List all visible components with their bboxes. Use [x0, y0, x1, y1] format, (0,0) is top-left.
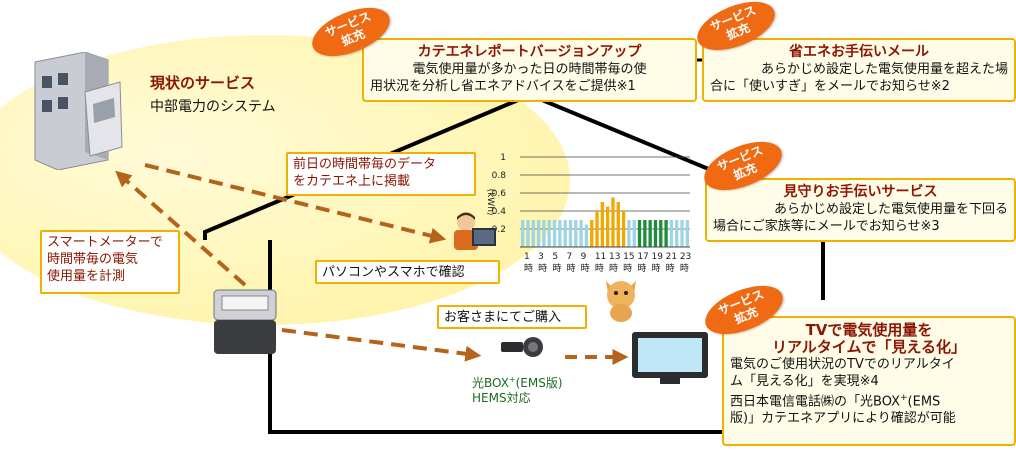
chart-y-label: (kWh): [485, 189, 495, 216]
tv-icon: [632, 332, 708, 384]
chart-bar: [627, 220, 631, 247]
arrow-meter-to-system: [115, 170, 247, 287]
chart-x-tick-unit: 時: [524, 263, 533, 274]
chart-bar: [606, 206, 610, 247]
optical-box-icon: [501, 337, 543, 357]
chart-x-tick: 21: [666, 252, 677, 262]
service-desc-report-1: 電気使用量が多かった日の時間帯毎の使: [412, 62, 647, 77]
chart-bar: [600, 202, 604, 247]
building-icon: [34, 52, 123, 170]
chart-x-tick-unit: 時: [637, 263, 646, 274]
chart-x-tick-unit: 時: [538, 263, 547, 274]
chart-x-tick: 19: [652, 252, 664, 262]
chart-bar: [664, 220, 668, 247]
chart-x-tick-unit: 時: [567, 263, 576, 274]
chart-bar: [653, 220, 658, 247]
chart-bar: [547, 220, 551, 247]
chart-x-tick: 3: [538, 252, 544, 262]
chart-x-tick: 9: [581, 252, 587, 262]
chart-x-tick-unit: 時: [595, 263, 604, 274]
callout-purchase: お客さまにてご購入: [437, 305, 587, 329]
chart-x-tick-unit: 時: [581, 263, 590, 274]
device-label: 光BOX+(EMS版) HEMS対応: [472, 375, 563, 405]
chart-bar: [632, 220, 636, 247]
cat-mascot-icon: [606, 281, 636, 322]
service-desc-tv-1: 電気のご使用状況のTVでのリアルタイ: [730, 357, 955, 372]
chart-bar: [659, 220, 663, 247]
chart-bar: [675, 220, 679, 247]
current-service-subtitle: 中部電力のシステム: [150, 99, 276, 115]
chart-x-tick: 1: [524, 252, 530, 262]
callout-pc-check: パソコンやスマホで確認: [315, 260, 500, 284]
person-at-pc-icon: [454, 212, 496, 250]
service-title-mail: 省エネお手伝いメール: [789, 44, 929, 60]
chart-x-tick: 13: [609, 252, 620, 262]
chart-bar: [590, 220, 594, 247]
chart-bar: [611, 197, 615, 247]
chart-bar: [536, 220, 541, 247]
chart-bar: [574, 220, 578, 247]
chart-bar: [542, 220, 546, 247]
chart-bar: [669, 220, 674, 247]
chart-bar: [584, 224, 589, 247]
chart-bar: [621, 211, 626, 247]
chart-bar: [643, 220, 647, 247]
current-service-title: 現状のサービス: [150, 74, 256, 92]
chart-x-tick-unit: 時: [623, 263, 632, 274]
chart-bar: [680, 220, 684, 247]
service-title-watch: 見守りお手伝いサービス: [783, 184, 938, 200]
chart-bar: [563, 220, 567, 247]
chart-x-tick-unit: 時: [666, 263, 675, 274]
service-title-report: カテエネレポートバージョンアップ: [417, 44, 642, 60]
chart-bar: [685, 220, 689, 247]
chart-bar: [521, 220, 525, 247]
chart-y-tick: 0.4: [492, 207, 507, 217]
chart-x-tick: 5: [552, 252, 558, 262]
service-desc-mail-1: あらかじめ設定した電気使用量を超えた場: [760, 62, 1008, 77]
chart-x-tick-unit: 時: [680, 263, 689, 274]
chart-x-tick-unit: 時: [552, 263, 561, 274]
chart-y-tick: 0.8: [492, 171, 507, 181]
chart-y-tick: 0.2: [492, 225, 506, 235]
chart-y-tick: 0.6: [492, 189, 507, 199]
chart-x-tick-unit: 時: [609, 263, 618, 274]
smart-meter-icon: [213, 289, 277, 354]
service-desc-mail-2: 合に「使いすぎ」をメールでお知らせ※2: [710, 79, 950, 94]
chart-x-tick: 23: [680, 252, 691, 262]
chart-x-tick: 15: [623, 252, 634, 262]
chart-bar: [595, 211, 599, 247]
service-box-tv: TVで電気使用量を リアルタイムで「見える化」 電気のご使用状況のTVでのリアル…: [722, 316, 1016, 446]
service-desc-tv-2: ム「見える化」を実現※4: [730, 374, 879, 389]
chart-bar: [637, 220, 642, 247]
chart-bar: [531, 220, 535, 247]
arrow-system-to-pc: [144, 163, 447, 244]
callout-smart-meter: スマートメーターで 時間帯毎の電気 使用量を計測: [40, 230, 180, 294]
chart-bar: [552, 220, 557, 247]
service-desc-tv-4: 版)」カテエネアプリにより確認が可能: [730, 411, 956, 427]
chart-x-tick-unit: 時: [652, 263, 661, 274]
service-box-watch: 見守りお手伝いサービス あらかじめ設定した電気使用量を下回る 場合にご家族等にメ…: [705, 178, 1016, 242]
service-title-tv-1: TVで電気使用量を: [805, 321, 933, 339]
chart-y-tick: 1: [500, 153, 506, 163]
service-box-report: カテエネレポートバージョンアップ 電気使用量が多かった日の時間帯毎の使 用状況を…: [362, 38, 697, 102]
chart-bar: [558, 220, 562, 247]
chart-bar: [648, 220, 652, 247]
service-box-mail: 省エネお手伝いメール あらかじめ設定した電気使用量を超えた場 合に「使いすぎ」を…: [702, 38, 1016, 102]
chart-bar: [616, 202, 620, 247]
chart-x-tick: 7: [567, 252, 573, 262]
chart-x-tick: 11: [595, 252, 606, 262]
service-desc-report-2: 用状況を分析し省エネアドバイスをご提供※1: [370, 79, 636, 94]
service-title-tv-2: リアルタイムで「見える化」: [771, 338, 967, 356]
service-desc-watch-1: あらかじめ設定した電気使用量を下回る: [773, 202, 1008, 217]
service-desc-tv-3: 西日本電信電話㈱の「光BOX+(EMS: [730, 393, 941, 410]
arrow-meter-to-box: [281, 328, 482, 362]
callout-prev-day: 前日の時間帯毎のデータ をカテエネ上に掲載: [286, 152, 476, 196]
chart-bar: [526, 220, 530, 247]
chart-bar: [579, 220, 583, 247]
usage-chart: 10.80.60.40.2(kWh)1時3時5時7時9時11時13時15時17時…: [485, 153, 691, 274]
chart-bar: [568, 220, 573, 247]
chart-x-tick: 17: [637, 252, 648, 262]
service-desc-watch-2: 場合にご家族等にメールでお知らせ※3: [713, 219, 940, 234]
